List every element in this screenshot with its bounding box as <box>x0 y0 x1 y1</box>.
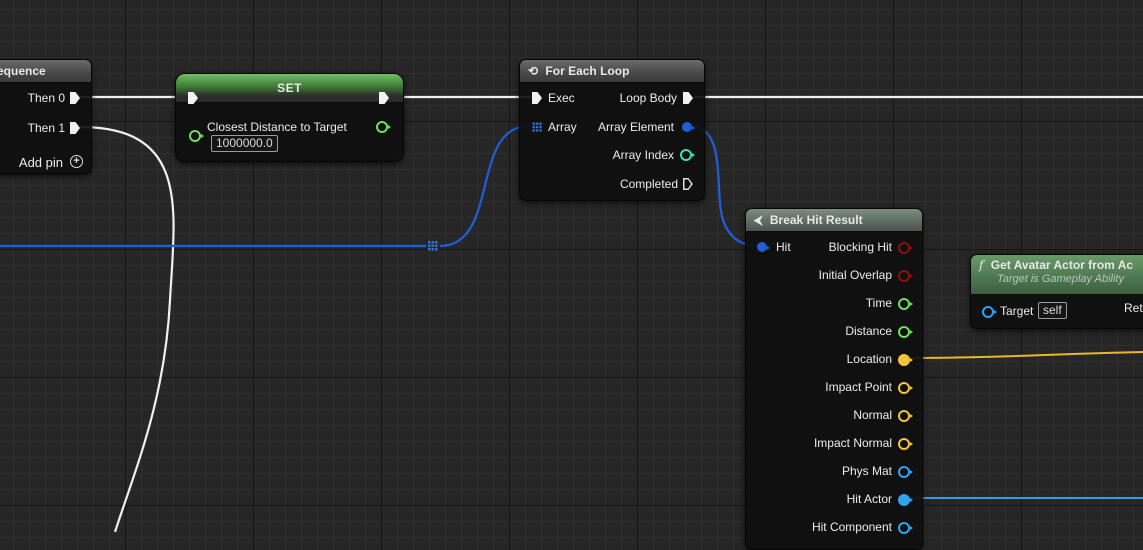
function-icon: f <box>979 258 984 272</box>
get-avatar-target-pin[interactable] <box>982 306 997 318</box>
hitresult-wire[interactable] <box>689 124 763 248</box>
get-avatar-target-value[interactable]: self <box>1038 302 1067 319</box>
set-float-out-pin[interactable] <box>376 121 391 133</box>
output-initial-overlap-pin[interactable] <box>898 270 913 282</box>
foreach-array-index-label: Array Index <box>612 148 674 162</box>
output-phys-mat-pin[interactable] <box>898 466 913 478</box>
set-node-title: SET <box>277 81 302 95</box>
foreach-completed-exec-pin[interactable] <box>683 178 693 190</box>
set-variable-label: Closest Distance to Target <box>207 120 347 134</box>
foreach-node[interactable]: ⟲ For Each Loop Exec Array Loop Body Arr… <box>519 59 705 201</box>
break-hit-result-node[interactable]: ⮜ Break Hit Result Hit Blocking Hit Init… <box>745 208 923 550</box>
output-hit-component-label: Hit Component <box>811 520 892 534</box>
sequence-then0-exec-pin[interactable] <box>70 92 80 104</box>
sequence-node-header[interactable]: equence <box>0 60 91 83</box>
foreach-array-element-pin[interactable] <box>682 122 695 132</box>
set-exec-out-pin[interactable] <box>379 92 389 104</box>
output-location-label: Location <box>846 352 892 366</box>
loop-icon: ⟲ <box>528 64 539 78</box>
foreach-node-header[interactable]: ⟲ For Each Loop <box>520 60 704 83</box>
foreach-array-label: Array <box>548 120 577 134</box>
foreach-completed-label: Completed <box>619 177 678 191</box>
set-exec-in-pin[interactable] <box>188 92 198 104</box>
get-avatar-target-label: Target <box>1000 304 1034 318</box>
foreach-loopbody-exec-pin[interactable] <box>683 92 693 104</box>
output-phys-mat-label: Phys Mat <box>841 464 892 478</box>
foreach-node-title: For Each Loop <box>545 64 630 78</box>
sequence-then0-label: Then 0 <box>27 91 65 105</box>
sequence-node-title: equence <box>0 64 46 78</box>
output-initial-overlap-label: Initial Overlap <box>818 268 892 282</box>
set-node[interactable]: SET Closest Distance to Target 1000000.0 <box>175 73 404 162</box>
location-wire[interactable] <box>907 351 1143 359</box>
break-hit-input-pin[interactable] <box>757 242 770 252</box>
foreach-exec-label: Exec <box>548 91 575 105</box>
set-value-field[interactable]: 1000000.0 <box>211 135 278 152</box>
get-avatar-title: Get Avatar Actor from Ac <box>990 258 1134 272</box>
output-normal-label: Normal <box>853 408 892 422</box>
foreach-exec-in-pin[interactable] <box>532 92 542 104</box>
output-impact-normal-pin[interactable] <box>898 438 913 450</box>
set-float-in-pin[interactable] <box>189 130 204 142</box>
foreach-array-index-pin[interactable] <box>680 149 695 161</box>
foreach-array-element-label: Array Element <box>597 120 674 134</box>
foreach-loopbody-label: Loop Body <box>619 91 677 105</box>
get-avatar-return-label: Retu <box>1124 301 1143 315</box>
output-blocking-hit-pin[interactable] <box>898 242 913 254</box>
output-hit-actor-label: Hit Actor <box>846 492 892 506</box>
break-hit-header[interactable]: ⮜ Break Hit Result <box>746 209 922 232</box>
break-hit-title: Break Hit Result <box>769 213 863 227</box>
output-impact-normal-label: Impact Normal <box>813 436 892 450</box>
wire-layer <box>0 95 1143 532</box>
get-avatar-subtitle: Target is Gameplay Ability <box>997 273 1124 285</box>
output-location-pin[interactable] <box>898 354 913 366</box>
add-pin-plus-icon[interactable]: + <box>70 155 83 168</box>
sequence-then1-exec-pin[interactable] <box>70 122 80 134</box>
get-avatar-actor-node[interactable]: f Get Avatar Actor from Ac Target is Gam… <box>970 254 1143 329</box>
output-time-label: Time <box>865 296 892 310</box>
output-normal-pin[interactable] <box>898 410 913 422</box>
foreach-array-pin-icon[interactable] <box>532 122 542 132</box>
output-impact-point-label: Impact Point <box>825 380 892 394</box>
output-time-pin[interactable] <box>898 298 913 310</box>
break-hit-input-label: Hit <box>776 240 791 254</box>
break-struct-icon: ⮜ <box>754 213 763 227</box>
exec-wire-then1-down[interactable] <box>79 125 175 532</box>
output-hit-component-pin[interactable] <box>898 522 913 534</box>
sequence-node[interactable]: equence Then 0 Then 1 Add pin + <box>0 59 92 174</box>
get-avatar-header[interactable]: f Get Avatar Actor from Ac Target is Gam… <box>971 255 1143 295</box>
output-blocking-hit-label: Blocking Hit <box>828 240 892 254</box>
array-wire[interactable] <box>0 124 530 248</box>
set-node-header[interactable]: SET <box>176 74 403 103</box>
sequence-then1-label: Then 1 <box>27 121 65 135</box>
output-distance-pin[interactable] <box>898 326 913 338</box>
output-impact-point-pin[interactable] <box>898 382 913 394</box>
output-distance-label: Distance <box>845 324 892 338</box>
sequence-add-pin-label[interactable]: Add pin <box>18 155 63 170</box>
array-wire-grid-icon <box>428 241 438 251</box>
output-hit-actor-pin[interactable] <box>898 494 913 506</box>
